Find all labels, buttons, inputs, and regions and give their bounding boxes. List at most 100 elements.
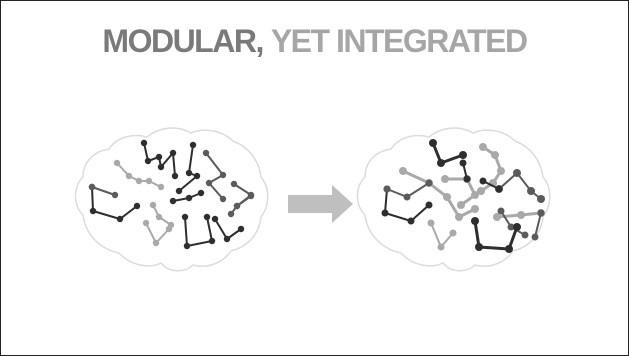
network-node xyxy=(449,229,457,237)
network-node xyxy=(155,213,163,221)
network-link xyxy=(445,177,477,207)
network-node xyxy=(441,175,449,183)
network-node xyxy=(495,185,503,193)
network-node xyxy=(113,159,121,167)
network-link xyxy=(498,172,542,200)
right-brain-network xyxy=(381,139,545,253)
network-node xyxy=(175,187,183,195)
network-link xyxy=(91,186,116,196)
network-node xyxy=(463,175,471,183)
arrow-right-icon xyxy=(288,185,353,223)
title-part-integrated: YET INTEGRATED xyxy=(270,23,528,59)
network-node xyxy=(169,149,177,157)
network-link xyxy=(205,152,224,200)
network-node xyxy=(157,183,165,191)
network-link xyxy=(178,144,198,192)
network-link xyxy=(534,212,542,238)
network-node xyxy=(133,202,141,210)
network-node xyxy=(171,172,179,180)
network-node xyxy=(437,159,445,167)
network-node xyxy=(88,183,96,191)
network-node xyxy=(459,159,467,167)
network-node xyxy=(233,202,241,210)
network-link xyxy=(384,188,430,222)
network-node xyxy=(537,209,545,217)
left-brain-network xyxy=(88,139,255,250)
network-node xyxy=(513,223,521,231)
network-node xyxy=(475,243,483,251)
network-node xyxy=(181,213,189,221)
network-node xyxy=(491,151,499,159)
slide-title: MODULAR,YET INTEGRATED xyxy=(1,23,628,60)
network-node xyxy=(193,172,201,180)
network-node xyxy=(142,219,150,227)
network-node xyxy=(427,219,435,227)
network-node xyxy=(459,151,467,159)
network-node xyxy=(513,169,521,177)
right-brain-outline xyxy=(356,127,551,272)
network-node xyxy=(429,139,437,147)
network-link xyxy=(184,216,213,247)
network-node xyxy=(403,193,411,201)
network-node xyxy=(471,217,479,225)
title-part-modular: MODULAR, xyxy=(102,23,264,59)
network-node xyxy=(237,225,245,233)
network-node xyxy=(399,167,407,175)
network-node xyxy=(223,235,231,243)
network-node xyxy=(211,215,219,223)
network-link xyxy=(473,220,519,251)
network-node xyxy=(247,192,255,200)
network-node xyxy=(219,171,227,179)
network-node xyxy=(471,191,479,199)
network-node xyxy=(144,157,152,165)
network-node xyxy=(219,195,227,203)
network-node xyxy=(208,237,216,245)
network-node xyxy=(407,217,415,225)
network-node xyxy=(205,179,213,187)
network-node xyxy=(155,153,163,161)
network-node xyxy=(531,233,539,241)
network-node xyxy=(125,172,133,180)
network-node xyxy=(197,189,205,197)
network-node xyxy=(383,185,391,193)
network-node xyxy=(507,223,515,231)
network-node xyxy=(167,221,175,229)
network-node xyxy=(457,201,465,209)
network-node xyxy=(479,177,487,185)
network-node xyxy=(89,207,97,215)
network-node xyxy=(152,239,160,247)
network-node xyxy=(517,211,525,219)
network-node xyxy=(479,143,487,151)
network-node xyxy=(145,177,153,185)
network-node xyxy=(521,231,529,239)
network-node xyxy=(202,149,210,157)
network-node xyxy=(527,187,535,195)
network-node xyxy=(140,139,148,147)
network-node xyxy=(477,187,485,195)
network-node xyxy=(493,213,501,221)
network-node xyxy=(437,243,445,251)
network-node xyxy=(471,205,479,213)
network-node xyxy=(443,193,451,201)
network-node xyxy=(381,209,389,217)
network-node xyxy=(169,197,177,205)
network-node xyxy=(135,177,143,185)
network-node xyxy=(203,213,211,221)
network-link xyxy=(91,186,138,220)
network-node xyxy=(111,191,119,199)
network-node xyxy=(185,169,193,177)
network-node xyxy=(425,179,433,187)
network-node xyxy=(230,180,238,188)
network-node xyxy=(157,163,165,171)
network-node xyxy=(537,195,545,203)
network-node xyxy=(183,242,191,250)
network-node xyxy=(505,245,513,253)
network-node xyxy=(497,207,505,215)
network-node xyxy=(497,167,505,175)
network-node xyxy=(189,141,197,149)
network-node xyxy=(116,215,124,223)
network-node xyxy=(425,201,433,209)
network-node xyxy=(227,210,235,218)
